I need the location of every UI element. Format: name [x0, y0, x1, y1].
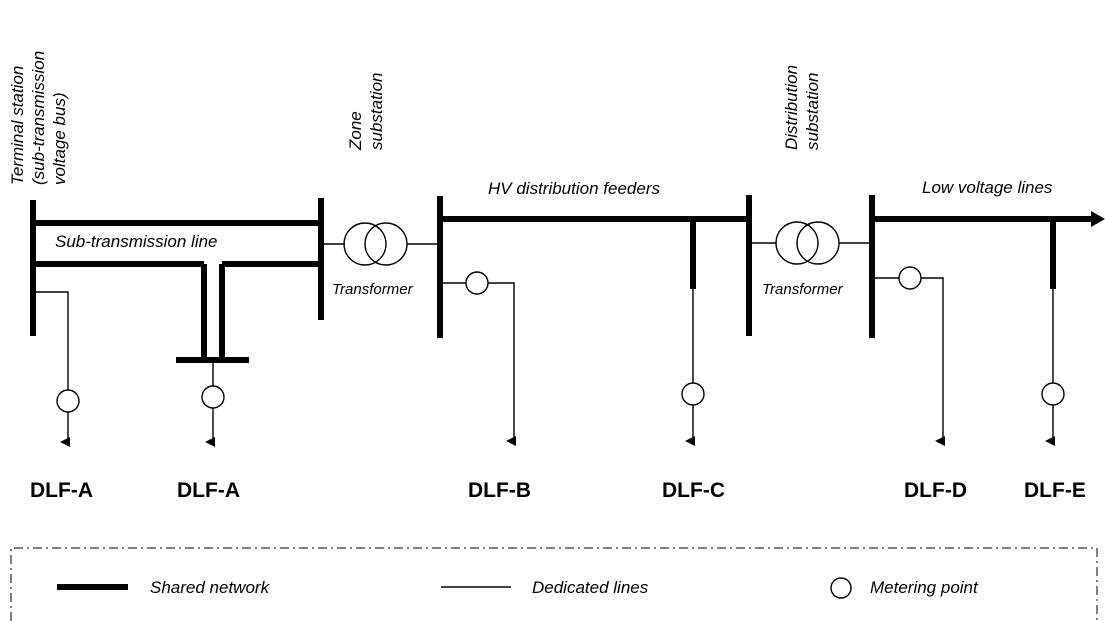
dedicated-lines [33, 266, 1065, 447]
dedicated-line-d [921, 277, 945, 446]
sub-transmission-line-label: Sub-transmission line [55, 232, 218, 251]
metering-point-a2 [201, 385, 225, 409]
dlf-label-a2: DLF-A [177, 479, 240, 502]
legend-dedicated-label: Dedicated lines [532, 578, 649, 597]
legend-border [10, 547, 1098, 621]
dlf-label-e: DLF-E [1024, 479, 1086, 502]
metering-point-c [681, 382, 705, 406]
dlf-label-b: DLF-B [468, 479, 531, 502]
shared-network [30, 195, 1094, 363]
transformer-zone [321, 222, 440, 266]
metering-point-b [465, 271, 489, 295]
dlf-label-d: DLF-D [904, 479, 967, 502]
legend-metering-label: Metering point [870, 578, 979, 597]
terminal-station-label: Terminal station (sub-transmission volta… [8, 46, 69, 185]
metering-point-a1 [56, 389, 80, 413]
transformer-label-2: Transformer [762, 281, 844, 298]
zone-substation-label: Zone substation [346, 73, 386, 152]
low-voltage-lines-label: Low voltage lines [922, 178, 1053, 197]
metering-point-d [898, 266, 922, 290]
dlf-label-c: DLF-C [662, 479, 725, 502]
legend: Shared network Dedicated lines Metering … [10, 547, 1098, 621]
transformer-label-1: Transformer [332, 281, 414, 298]
transformer-distribution [749, 221, 872, 265]
dedicated-line-a1 [33, 291, 69, 390]
dlf-label-a1: DLF-A [30, 479, 93, 502]
dedicated-line-b [488, 282, 516, 446]
hv-feeders-label: HV distribution feeders [488, 179, 660, 198]
legend-shared-label: Shared network [150, 578, 271, 597]
lv-line-arrowhead [1091, 211, 1105, 227]
distribution-substation-label: Distribution substation [782, 60, 822, 150]
metering-point-e [1041, 382, 1065, 406]
legend-metering-icon [830, 577, 852, 599]
